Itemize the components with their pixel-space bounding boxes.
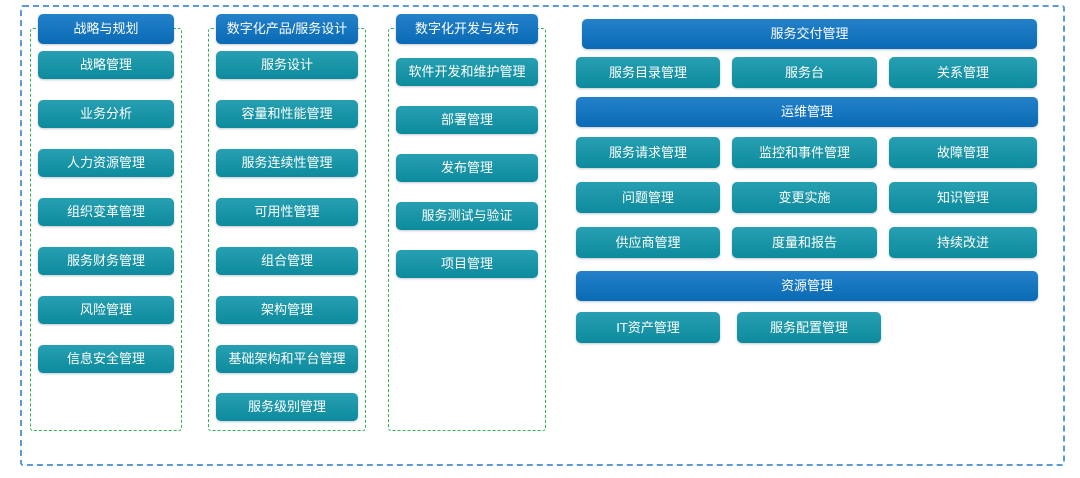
item-box: 信息安全管理 xyxy=(38,345,174,373)
right-panel: 服务交付管理 服务目录管理 服务台 关系管理 运维管理 服务请求管理 监控和事件… xyxy=(576,19,1038,349)
header-operations: 运维管理 xyxy=(576,97,1038,127)
item-box: 知识管理 xyxy=(889,182,1037,213)
item-box: 项目管理 xyxy=(396,250,538,278)
column-product-service-design: 数字化产品/服务设计 服务设计 容量和性能管理 服务连续性管理 可用性管理 组合… xyxy=(208,14,366,431)
header-service-delivery: 服务交付管理 xyxy=(582,19,1037,49)
item-box: 组合管理 xyxy=(216,247,358,275)
item-box: 度量和报告 xyxy=(732,227,877,258)
outer-dashed-frame xyxy=(20,5,1065,466)
item-box: 软件开发和维护管理 xyxy=(396,58,538,86)
item-box: 服务配置管理 xyxy=(737,312,881,343)
item-box: 发布管理 xyxy=(396,154,538,182)
item-box: 变更实施 xyxy=(732,182,877,213)
item-box: 部署管理 xyxy=(396,106,538,134)
item-box: 人力资源管理 xyxy=(38,149,174,177)
item-box: 服务请求管理 xyxy=(576,137,720,168)
item-box: 可用性管理 xyxy=(216,198,358,226)
item-box: 关系管理 xyxy=(889,57,1037,88)
header-dev-release: 数字化开发与发布 xyxy=(396,14,538,44)
item-box: 服务连续性管理 xyxy=(216,149,358,177)
item-box: 战略管理 xyxy=(38,51,174,79)
item-box: 组织变革管理 xyxy=(38,198,174,226)
item-box: 持续改进 xyxy=(889,227,1037,258)
item-box: 服务财务管理 xyxy=(38,247,174,275)
item-box: 服务测试与验证 xyxy=(396,202,538,230)
item-box: 监控和事件管理 xyxy=(732,137,877,168)
header-product-service-design: 数字化产品/服务设计 xyxy=(216,14,358,44)
column-strategy-planning: 战略与规划 战略管理 业务分析 人力资源管理 组织变革管理 服务财务管理 风险管… xyxy=(30,14,182,431)
item-box: IT资产管理 xyxy=(576,312,720,343)
item-box: 容量和性能管理 xyxy=(216,100,358,128)
header-resources: 资源管理 xyxy=(576,271,1038,301)
item-box: 问题管理 xyxy=(576,182,720,213)
item-box: 服务目录管理 xyxy=(576,57,720,88)
item-box: 服务级别管理 xyxy=(216,393,358,421)
item-box: 基础架构和平台管理 xyxy=(216,345,358,373)
item-box: 架构管理 xyxy=(216,296,358,324)
item-box: 服务台 xyxy=(732,57,877,88)
column-dev-release: 数字化开发与发布 软件开发和维护管理 部署管理 发布管理 服务测试与验证 项目管… xyxy=(388,14,546,431)
item-box: 供应商管理 xyxy=(576,227,720,258)
header-strategy-planning: 战略与规划 xyxy=(38,14,174,44)
item-box: 服务设计 xyxy=(216,51,358,79)
item-box: 风险管理 xyxy=(38,296,174,324)
item-box: 故障管理 xyxy=(889,137,1037,168)
item-box: 业务分析 xyxy=(38,100,174,128)
